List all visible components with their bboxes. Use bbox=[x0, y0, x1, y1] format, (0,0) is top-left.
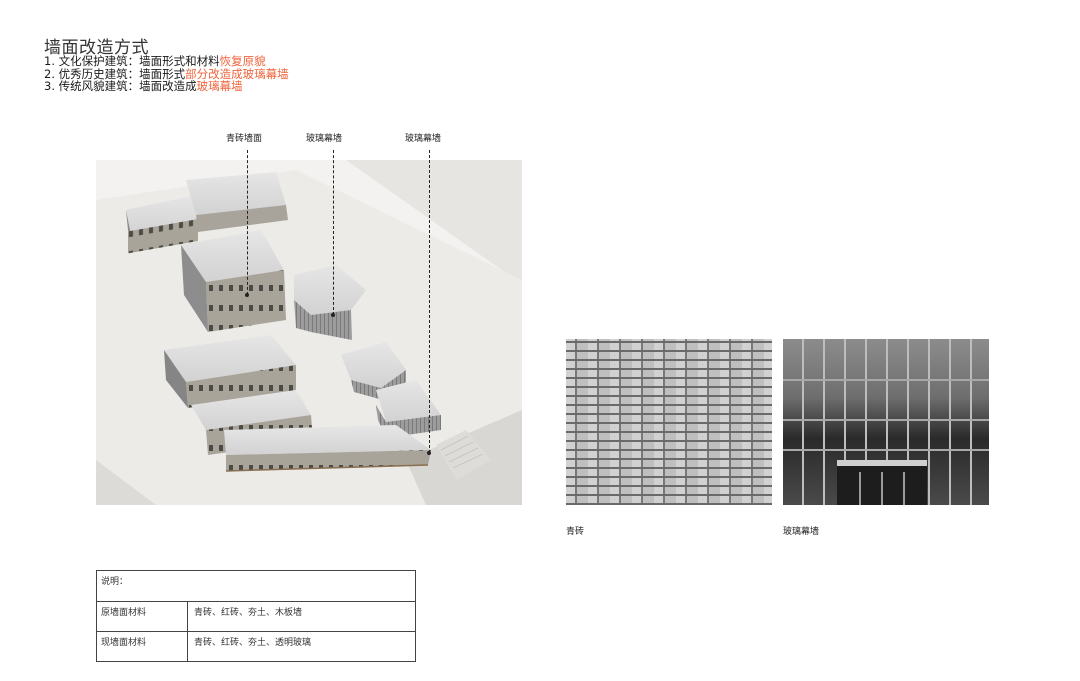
callout-leader-line bbox=[247, 150, 248, 295]
door-frame bbox=[881, 472, 883, 505]
callout-label-brick-wall: 青砖墙面 bbox=[226, 134, 263, 144]
axonometric-building-illustration bbox=[96, 160, 522, 505]
rule-text: 2. 优秀历史建筑：墙面形式 bbox=[44, 66, 186, 81]
photo-caption-glass: 玻璃幕墙 bbox=[783, 527, 820, 537]
callout-label-glass-wall: 玻璃幕墙 bbox=[306, 134, 343, 144]
callout-leader-line bbox=[333, 150, 334, 315]
materials-notes-table: 说明： 原墙面材料 青砖、红砖、夯土、木板墙 现墙面材料 青砖、红砖、夯土、透明… bbox=[96, 570, 416, 662]
rule-highlight: 玻璃幕墙 bbox=[196, 79, 243, 93]
row-value: 青砖、红砖、夯土、木板墙 bbox=[194, 608, 303, 618]
page-title: 墙面改造方式 bbox=[44, 38, 149, 58]
brick-wall-photo bbox=[566, 339, 772, 505]
row-label: 原墙面材料 bbox=[97, 602, 188, 631]
mullion-band bbox=[783, 379, 989, 381]
rule-text: 1. 文化保护建筑：墙面形式和材料 bbox=[44, 54, 220, 68]
photo-caption-brick: 青砖 bbox=[566, 527, 585, 537]
rule-highlight: 部分改造成玻璃幕墙 bbox=[185, 66, 289, 81]
mullion-band bbox=[783, 449, 989, 451]
rule-item: 1. 文化保护建筑：墙面形式和材料恢复原貌 bbox=[44, 55, 289, 68]
glass-curtain-wall-photo bbox=[783, 339, 989, 505]
rule-item: 3. 传统风貌建筑：墙面改造成玻璃幕墙 bbox=[44, 80, 289, 93]
callout-leader-dot bbox=[427, 451, 431, 455]
door-frame bbox=[859, 472, 861, 505]
callout-leader-line bbox=[429, 150, 430, 453]
rule-item: 2. 优秀历史建筑：墙面形式部分改造成玻璃幕墙 bbox=[44, 66, 289, 81]
door-frame bbox=[903, 472, 905, 505]
row-value: 青砖、红砖、夯土、透明玻璃 bbox=[194, 638, 312, 648]
callout-leader-dot bbox=[245, 293, 249, 297]
mullion-band bbox=[783, 419, 989, 421]
rule-highlight: 恢复原貌 bbox=[219, 54, 266, 68]
callout-label-glass-wall: 玻璃幕墙 bbox=[405, 134, 442, 144]
renovation-rules-list: 1. 文化保护建筑：墙面形式和材料恢复原貌 2. 优秀历史建筑：墙面形式部分改造… bbox=[44, 55, 289, 93]
rule-text: 3. 传统风貌建筑：墙面改造成 bbox=[44, 79, 197, 93]
callout-leader-dot bbox=[331, 313, 335, 317]
table-row: 原墙面材料 青砖、红砖、夯土、木板墙 bbox=[97, 602, 415, 632]
axonometric-site-drawing bbox=[96, 160, 522, 505]
notes-heading: 说明： bbox=[97, 571, 415, 602]
row-label: 现墙面材料 bbox=[97, 632, 188, 662]
entrance-doors bbox=[837, 460, 927, 505]
table-row: 现墙面材料 青砖、红砖、夯土、透明玻璃 bbox=[97, 632, 415, 662]
